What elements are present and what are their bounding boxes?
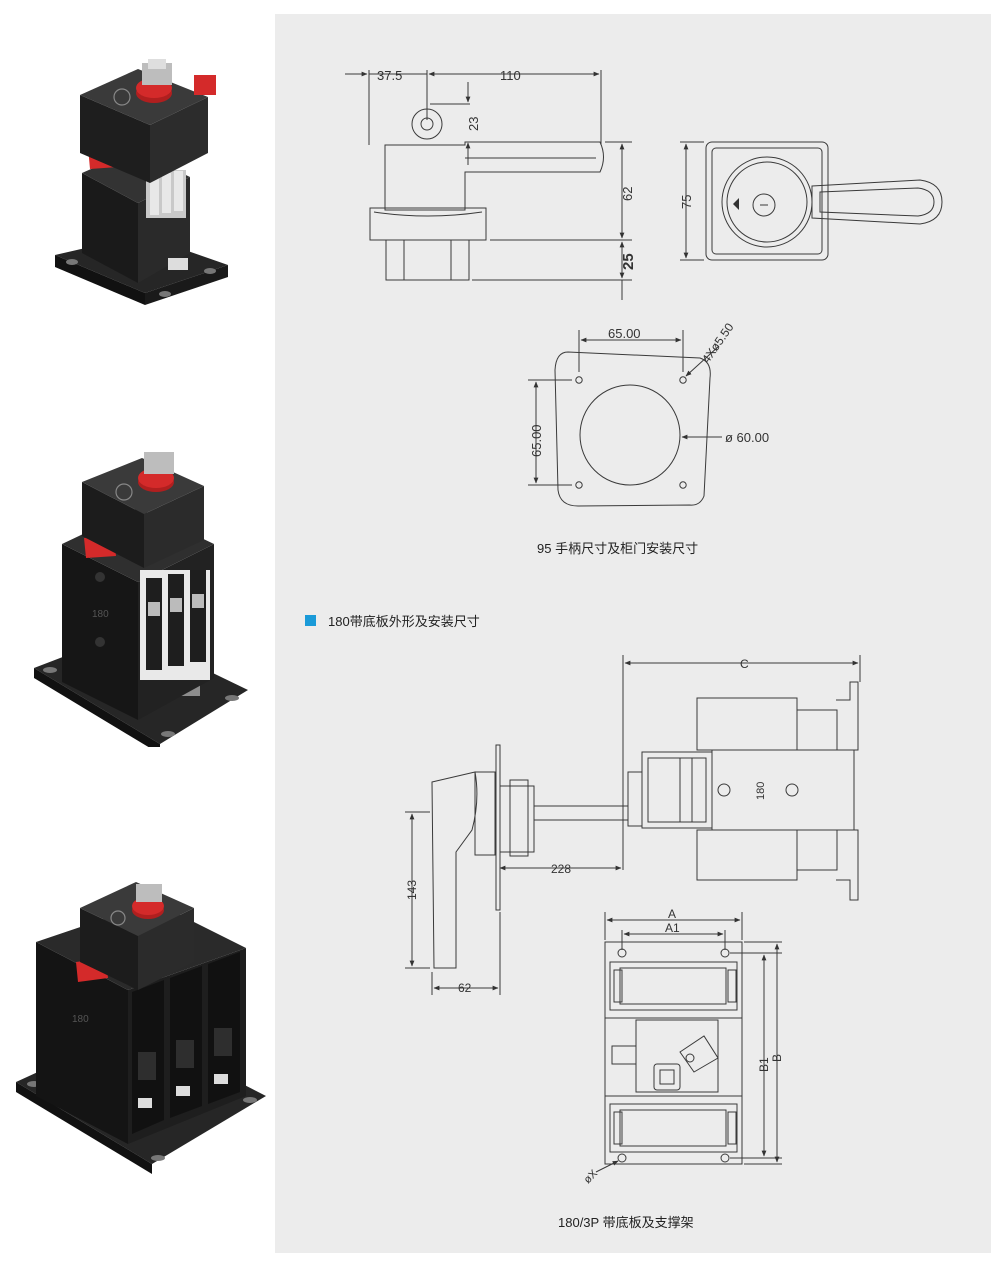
dim-25: 25 [620,253,637,270]
center-hole-dim: ø 60.00 [725,430,769,445]
dim-C: C [740,657,749,671]
caption-handle-95: 95 手柄尺寸及柜门安装尺寸 [537,541,699,556]
dim-65-horizontal: 65.00 [608,326,641,341]
dim-B: B [770,1054,784,1062]
dim-65-vertical: 65.00 [529,424,544,457]
hole-spec: 4Xø5.50 [699,320,737,365]
body-mark-2: 180 [92,609,109,620]
side-view-drawing [405,655,861,995]
dim-B1: B1 [757,1057,771,1072]
product-photo-column: 180 180 [0,0,275,1262]
handle-front-view [680,141,943,261]
handle-side-view [345,70,632,300]
dim-228: 228 [551,862,571,876]
dim-110: 110 [500,68,521,83]
section-title: 180带底板外形及安装尺寸 [328,614,480,629]
dim-X: øX [582,1167,601,1186]
body-label-180: 180 [755,782,767,800]
product-photo-3: 180 [16,882,266,1174]
caption-180-3p: 180/3P 带底板及支撑架 [558,1215,694,1230]
dim-23: 23 [466,117,481,131]
dim-37-5: 37.5 [377,68,402,83]
section-marker-icon [305,615,316,626]
section-header: 180带底板外形及安装尺寸 [305,611,480,630]
dim-A: A [668,907,676,921]
door-cutout-drawing [528,330,722,507]
product-photo-2: 180 [34,452,248,747]
body-mark-3: 180 [72,1014,89,1025]
arrow-triangle-icon [733,198,739,210]
dim-62-horizontal: 62 [458,981,472,995]
base-plate-drawing [595,912,782,1173]
dim-A1: A1 [665,921,680,935]
dim-62-vertical: 62 [620,187,635,201]
dim-143: 143 [405,880,419,900]
product-photo-1 [55,59,228,305]
dim-75: 75 [679,195,694,209]
